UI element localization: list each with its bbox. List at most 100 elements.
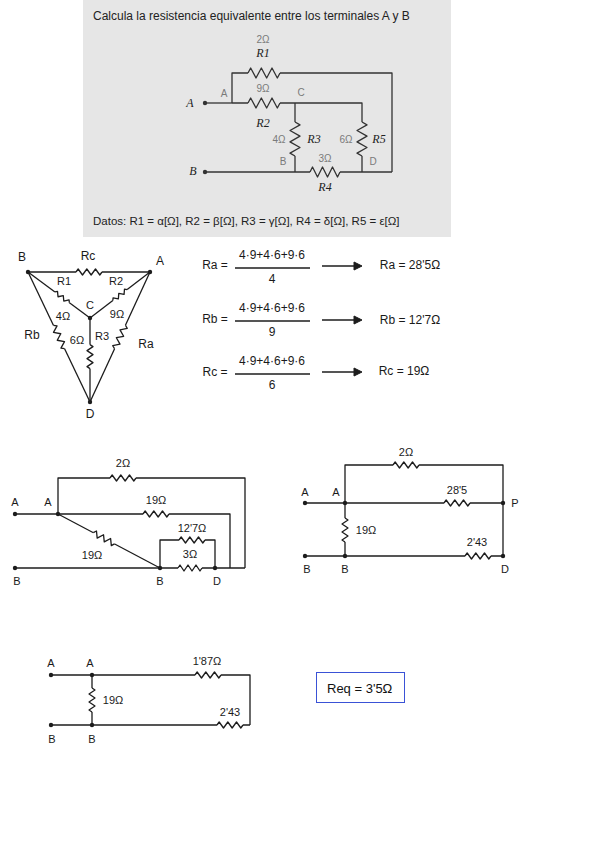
- circuit-label: R4: [318, 181, 331, 195]
- junction-dot: [49, 723, 53, 727]
- circuit-value: 2'43: [467, 536, 487, 549]
- formula-text: 4·9+4·6+9·6: [239, 249, 305, 263]
- circuit-value: A: [332, 486, 339, 499]
- junction-dot: [501, 501, 505, 505]
- delta-label: Ra: [138, 338, 153, 352]
- circuit-value: A: [301, 486, 308, 499]
- junction-dot: [343, 554, 347, 558]
- formula-text: 9: [269, 326, 276, 340]
- junction-dot: [13, 566, 17, 570]
- circuit-value: 19Ω: [82, 549, 102, 562]
- junction-dot: [303, 501, 307, 505]
- circuit-value: 19Ω: [146, 494, 166, 507]
- circuit-label: B: [189, 165, 196, 179]
- problem-statement: Calcula la resistencia equivalente entre…: [93, 9, 441, 23]
- wire: [235, 320, 310, 321]
- resistor-symbol: [393, 462, 419, 468]
- formula-text: Rb =: [202, 313, 228, 327]
- delta-label: D: [86, 408, 95, 422]
- formula-text: 4·9+4·6+9·6: [239, 355, 305, 369]
- result-box: Req = 3'5Ω: [316, 672, 405, 703]
- circuit-value: A: [86, 657, 93, 670]
- junction-dot: [501, 554, 505, 558]
- wire: [502, 503, 503, 556]
- wire: [15, 567, 245, 568]
- circuit-value: B: [88, 733, 95, 746]
- circuit-value: 19Ω: [103, 694, 123, 707]
- arrow-line: [322, 265, 357, 266]
- wire-gap: [113, 290, 127, 301]
- wire: [345, 465, 503, 503]
- delta-label: C: [86, 299, 94, 312]
- arrow-head: [354, 368, 362, 376]
- formula-text: 4: [269, 273, 276, 287]
- circuit-value: 1'87Ω: [193, 655, 222, 668]
- junction-dot: [56, 512, 60, 516]
- resistor-symbol: [465, 553, 491, 559]
- resistor-symbol: [195, 672, 221, 678]
- junction-dot: [158, 566, 162, 570]
- wire: [15, 513, 58, 514]
- wire: [58, 478, 245, 568]
- circuit-value: 12'7Ω: [178, 522, 207, 535]
- wire: [294, 103, 295, 172]
- wire: [235, 267, 310, 268]
- junction-dot: [203, 101, 207, 105]
- formula-text: 6: [269, 379, 276, 393]
- delta-label: A: [156, 255, 164, 269]
- circuit-value: 3Ω: [183, 548, 197, 561]
- resistor-symbol: [444, 500, 470, 506]
- resistor-symbol: [357, 122, 367, 156]
- wire: [232, 73, 392, 172]
- circuit-value: A: [44, 496, 51, 509]
- circuit-label: R1: [256, 47, 269, 61]
- arrow-head: [354, 262, 362, 270]
- junction-dot: [148, 270, 152, 274]
- wire: [58, 514, 230, 568]
- wire: [58, 514, 160, 568]
- circuit-value: A: [47, 657, 54, 670]
- circuit-value: A: [11, 496, 18, 509]
- wire-gap: [55, 292, 69, 303]
- resistor-symbol: [110, 475, 136, 481]
- circuit-label: 3Ω: [318, 153, 331, 165]
- delta-label: 6Ω: [70, 334, 84, 347]
- wire: [235, 373, 310, 374]
- junction-dot: [303, 554, 307, 558]
- formula-text: Rc = 19Ω: [379, 365, 430, 379]
- resistor-symbol: [310, 167, 340, 177]
- junction-dot: [343, 501, 347, 505]
- circuit-value: 2'43: [220, 706, 240, 719]
- resistor-symbol: [217, 722, 243, 728]
- resistor-symbol: [179, 537, 205, 543]
- arrow-line: [322, 319, 357, 320]
- wire: [305, 502, 345, 503]
- circuit-value: D: [501, 563, 509, 576]
- delta-label: 4Ω: [56, 310, 70, 323]
- circuit-label: 2Ω: [256, 34, 269, 46]
- formula-text: 4·9+4·6+9·6: [239, 302, 305, 316]
- circuit-value: B: [48, 733, 55, 746]
- wire: [345, 502, 503, 503]
- resistor-symbol: [76, 269, 102, 275]
- resistor-symbol: [113, 289, 127, 300]
- circuit-value: 2Ω: [399, 446, 413, 459]
- circuit-value: P: [511, 497, 518, 510]
- resistor-symbol: [89, 688, 95, 712]
- junction-dot: [88, 316, 92, 320]
- wire: [295, 103, 362, 172]
- resistor-symbol: [342, 518, 348, 542]
- resistor-symbol: [55, 291, 69, 302]
- circuit-label: R3: [307, 133, 320, 147]
- circuit-value: B: [341, 563, 348, 576]
- circuit-label: R5: [372, 133, 385, 147]
- junction-dot: [90, 673, 94, 677]
- delta-label: R3: [95, 330, 109, 343]
- wire-gap: [53, 325, 64, 348]
- circuit-label: A: [221, 88, 228, 100]
- circuit-value: B: [13, 575, 20, 588]
- resistor-symbol: [93, 531, 114, 546]
- circuit-value: B: [156, 575, 163, 588]
- circuit-label: 4Ω: [272, 134, 285, 146]
- arrow-line: [322, 371, 357, 372]
